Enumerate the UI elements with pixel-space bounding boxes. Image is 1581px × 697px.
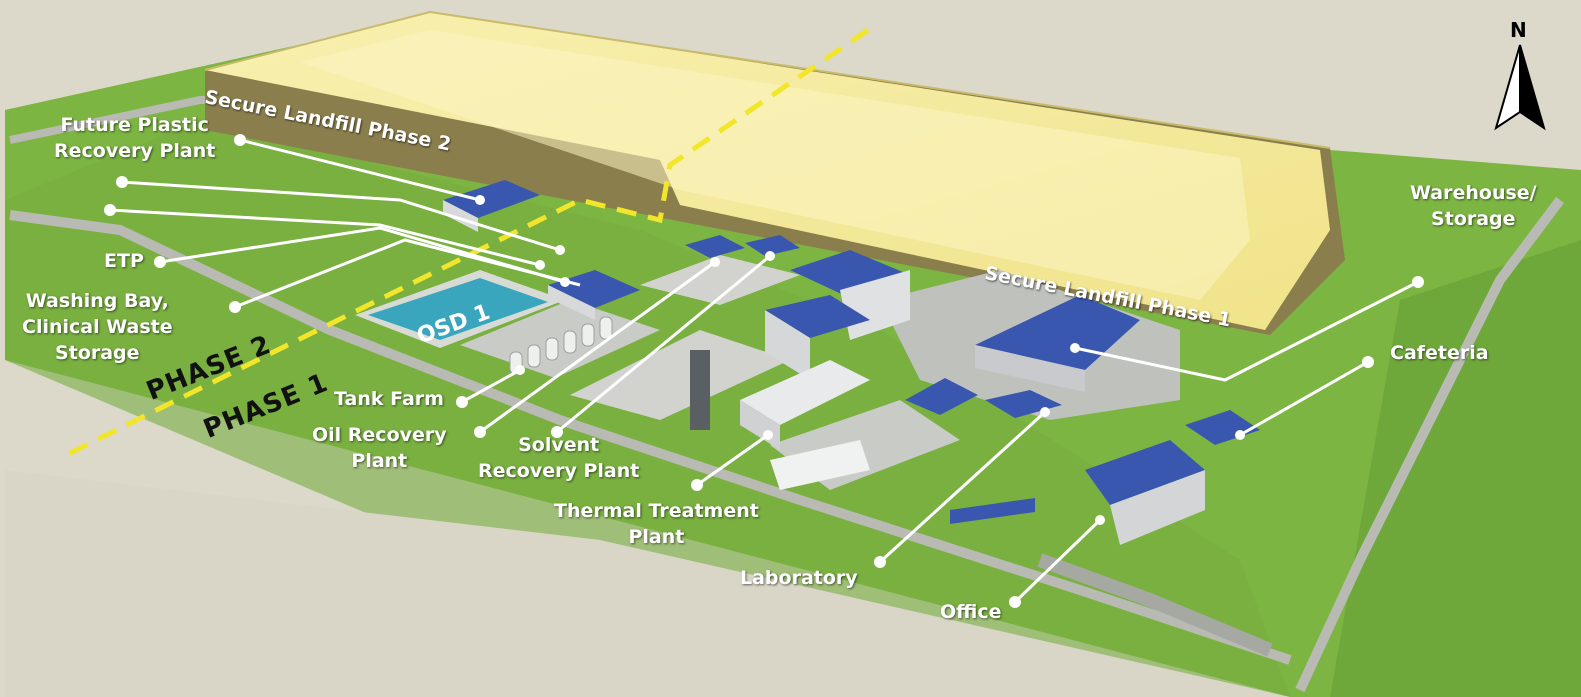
- label-thermal-treatment-plant: Thermal TreatmentPlant: [554, 498, 759, 550]
- label-tank-farm: Tank Farm: [334, 386, 444, 412]
- label-warehouse-storage: Warehouse/Storage: [1410, 180, 1537, 232]
- label-future-plastic-recovery-plant: Future PlasticRecovery Plant: [54, 112, 215, 164]
- label-etp: ETP: [104, 248, 144, 274]
- label-office: Office: [940, 599, 1002, 625]
- label-laboratory: Laboratory: [740, 565, 858, 591]
- label-washing-bay: Washing Bay,Clinical WasteStorage: [22, 288, 173, 366]
- label-solvent-recovery-plant: SolventRecovery Plant: [478, 432, 639, 484]
- label-cafeteria: Cafeteria: [1390, 340, 1489, 366]
- label-oil-recovery-plant: Oil RecoveryPlant: [312, 422, 447, 474]
- north-label: N: [1510, 18, 1527, 42]
